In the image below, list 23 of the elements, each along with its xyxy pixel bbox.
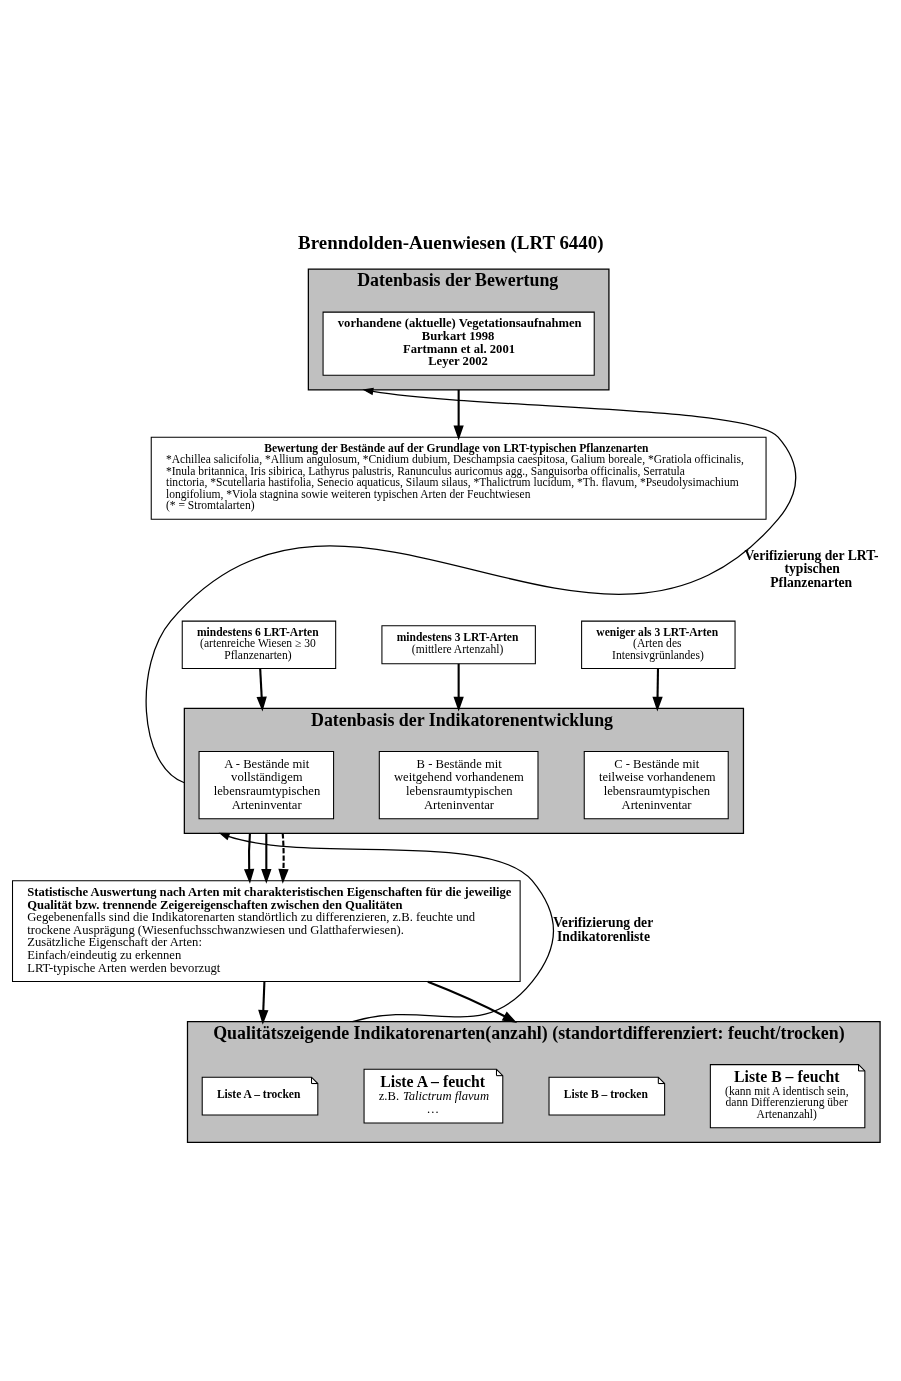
node-box: mindestens 6 LRT-Arten (artenreiche Wiesen ≥ 30 Pflanzenarten) xyxy=(181,620,337,669)
node-box: vorhandene (aktuelle) Vegetationsaufnahmen Burkart 1998 Fartmann et al. 2001 Leyer 2002 xyxy=(322,311,595,376)
arrow xyxy=(453,389,464,440)
arrow xyxy=(453,663,464,712)
arrow xyxy=(652,668,663,711)
arrow xyxy=(261,832,272,884)
node-box: C - Bestände mit teilweise vorhandenem lebensraumtypischen Arteninventar xyxy=(583,750,729,819)
arrow xyxy=(244,832,255,884)
arrow xyxy=(218,832,555,1022)
arrow xyxy=(256,668,267,711)
node-box: B - Bestände mit weitgehend vorhandenem lebensraumtypischen Arteninventar xyxy=(378,750,539,819)
edge-label: Verifizierung der LRT-typischen Pflanzenarten xyxy=(744,547,879,590)
diagram-title: Brenndolden-Auenwiesen (LRT 6440) xyxy=(298,231,604,253)
node-box: weniger als 3 LRT-Arten (Arten des Intensivgrünlandes) xyxy=(581,620,736,669)
node-box: Bewertung der Bestände auf der Grundlage von LRT-typischen Pflanzenarten *Achillea salicifolia, *Allium angulosum, *Cnidium dubium, Deschampsia caespitosa, Galium boreale, *Gratiola officinalis, *Inula britannica, Iris sibirica, Lathyrus palustris, Ranunculus auricomus agg., Sanguisorba officinalis, Serratula tinctoria, *Scutellaria hastifolia, Senecio aquaticus, Silaum silaus, *Thalictrum lucidum, *Th. flavum, *Pseudolysimachium longifolium, *Viola stagnina sowie weiteren typischen Arten der Feuchtwiesen (* = Stromtalarten) xyxy=(150,436,767,520)
edge-label: Verifizierung der Indikatorenliste xyxy=(553,914,654,944)
arrow xyxy=(427,980,518,1023)
node-box: mindestens 3 LRT-Arten (mittlere Artenzahl) xyxy=(381,624,536,664)
arrow xyxy=(278,832,289,884)
arrow xyxy=(145,387,797,783)
node-box: Statistische Auswertung nach Arten mit charakteristischen Eigenschaften für die jeweilige Qualität bzw. trennende Zeigereigenschaften zwischen den Qualitäten Gegebenenfalls sind die Indikatorenarten standörtlich zu differenzieren, z.B. feuchte und trockene Ausprägung (Wiesenfuchsschwanzwiesen und Glatthaferwiesen). Zusätzliche Eigenschaft der Arten: Einfach/eindeutig zu erkennen LRT-typische Arten werden bevorzugt xyxy=(12,879,521,982)
arrow xyxy=(258,981,269,1025)
node-box: A - Bestände mit vollständigem lebensraumtypischen Arteninventar xyxy=(198,750,335,819)
